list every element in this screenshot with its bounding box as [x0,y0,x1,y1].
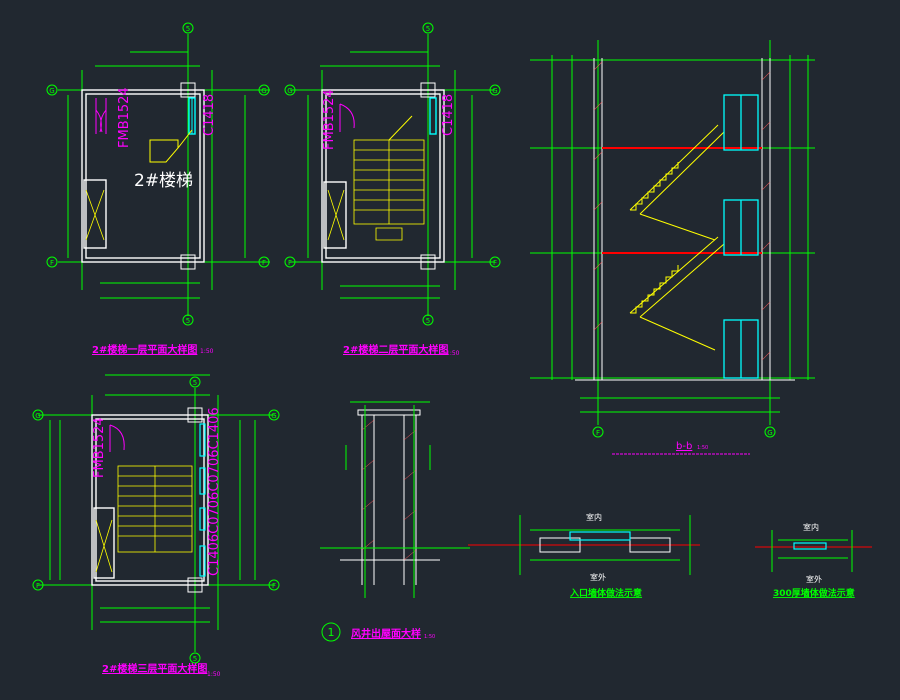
grid-mark-g: G [49,87,54,95]
grid-mark-f: F [272,582,276,590]
grid-mark-g: G [271,412,276,420]
indoor-label: 室内 [586,512,602,522]
window-tag: C1406C0706C0706C1406 [207,407,222,576]
indoor-label: 室内 [803,522,819,532]
grid-mark-5: 5 [193,379,197,387]
grid-mark-f: F [288,259,292,267]
plan-scale: 1:50 [200,348,214,355]
plan-title: 2#楼梯一层平面大样图 [92,343,197,356]
grid-mark-f: F [36,582,40,590]
outdoor-label: 室外 [590,572,606,582]
plan-second-floor: 5 5 G G F F FMB1524 C1418 2#楼梯二层平面大样图 1:… [284,22,501,357]
section-scale: 1:50 [697,445,708,451]
grid-mark-g: G [35,412,40,420]
plan-title: 2#楼梯三层平面大样图 [102,662,207,675]
grid-mark-5: 5 [193,655,197,663]
window-tag: C1418 [202,94,217,136]
shaft-scale: 1:50 [424,634,435,640]
section-title: b-b [676,441,692,452]
door-tag: FMB1524 [117,87,132,148]
grid-mark-g: G [492,87,497,95]
shaft-title: 风井出屋面大样 [351,627,421,640]
plan-scale: 1:50 [446,350,460,357]
grid-mark-5: 5 [426,317,430,325]
plan-title: 2#楼梯二层平面大样图 [343,343,448,356]
grid-mark-5: 5 [186,317,190,325]
grid-mark-5: 5 [186,25,190,33]
plan-third-floor: 5 5 G G F F FMB1524 C1406C0706C0706C1406… [32,374,280,678]
grid-mark-g: G [261,87,266,95]
grid-mark-g: G [767,429,772,437]
shaft-detail: 1 风井出屋面大样 1:50 [320,401,470,642]
room-label: 2#楼梯 [134,171,193,191]
grid-mark-f: F [493,259,497,267]
grid-mark-f: F [262,259,266,267]
detail-number: 1 [328,626,335,639]
grid-mark-f: F [596,429,600,437]
door-tag: FMB1524 [92,417,107,478]
door-tag: FMB1524 [322,89,337,150]
detail-title: 300厚墙体做法示意 [773,587,855,599]
window-tag: C1418 [441,94,456,136]
outdoor-label: 室外 [806,574,822,584]
section-b-b: F G b-b 1:50 [530,40,815,455]
grid-mark-f: F [50,259,54,267]
plan-scale: 1:50 [207,671,221,678]
plan-first-floor: 5 5 G G F F FMB1524 C1418 2#楼梯 2#楼梯一层平面大… [46,22,270,356]
grid-mark-5: 5 [426,25,430,33]
entry-wall-detail: 室内 室外 入口墙体做法示意 [468,512,700,599]
detail-title: 入口墙体做法示意 [569,587,642,599]
wall-300-detail: 室内 室外 300厚墙体做法示意 [755,522,872,599]
grid-mark-g: G [287,87,292,95]
